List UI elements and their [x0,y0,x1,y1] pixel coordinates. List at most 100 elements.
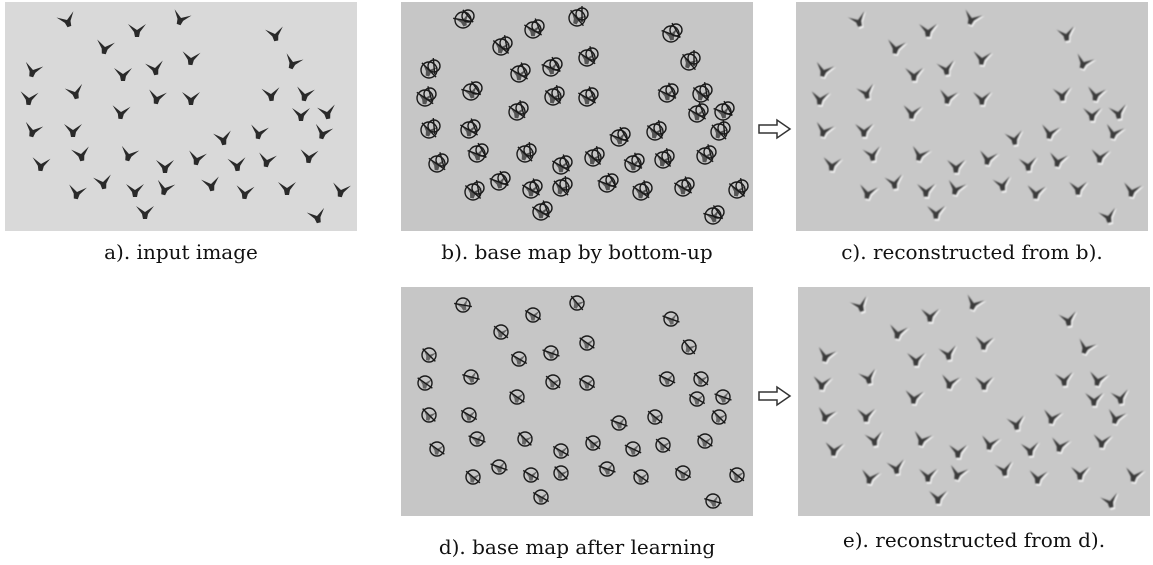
bird-shape [182,51,201,66]
base-element-bar [528,141,532,159]
bird-shape [315,123,334,140]
bird-shape [884,174,902,190]
base-element-circle [715,389,731,405]
bird-shape [927,206,945,219]
base-element-circle [625,441,641,457]
base-element-bar [462,373,480,381]
base-element-bar [427,86,433,102]
bird-shape [982,435,1000,451]
base-element-bar [429,443,445,455]
bird-shape [862,146,880,162]
base-element-circle [647,409,663,425]
base-element-bar [545,375,561,389]
base-element-circle [703,145,717,159]
bird-shape [422,122,439,137]
bird-shape [25,61,44,78]
bird-shape [816,121,835,138]
bird-shape [1044,409,1062,425]
base-element-circle [549,57,563,71]
bird-shape [973,51,992,66]
base-element-circle [617,127,631,141]
base-element-bar [698,102,706,118]
base-element-bar [417,377,433,389]
bird-shape [1006,415,1024,431]
bird-shape [950,464,969,481]
base-element-circle [585,47,599,61]
bird-shape [813,376,832,391]
bird-shape [919,24,937,37]
base-element-bar [470,118,478,134]
bird-shape [864,431,882,447]
base-element-bar [595,145,601,163]
base-element-circle [585,435,601,451]
base-element-circle [517,431,533,447]
bird-shape [555,466,570,479]
base-element-circle [471,181,485,195]
bird-shape [683,340,698,353]
base-element-bar [454,302,472,308]
reconstruction-c-canvas [811,9,1144,226]
base-element-circle [639,181,653,195]
base-element-bar [704,497,722,505]
hollow-right-arrow-icon [758,385,792,407]
bird-shape [919,469,937,482]
base-element-circle [517,63,531,77]
base-element-bar [579,337,595,349]
bird-shape [860,184,878,200]
bird-shape [423,348,438,361]
bird-shape [855,124,873,137]
base-element-circle [467,119,481,133]
base-element-circle [633,469,649,485]
bird-shape [713,410,728,423]
base-element-circle [705,493,721,509]
bird-shape [980,150,998,166]
bird-shape [975,336,994,351]
panel-b-base-map-bottom-up [401,2,753,231]
bird-shape [213,130,231,146]
bird-shape [422,62,439,77]
base-element-circle [689,391,705,407]
base-element-bar [712,205,724,219]
bird-shape [261,87,280,102]
bird-shape [1099,492,1118,509]
bird-shape [1093,434,1112,449]
bird-shape [1124,182,1142,198]
panel-a-input-image [5,2,357,231]
base-element-bar [722,119,726,137]
base-element-circle [659,371,675,387]
bird-shape [56,11,74,28]
bird-shape [286,53,304,70]
base-element-bar [598,465,616,473]
bird-shape [975,377,993,390]
base-element-circle [729,467,745,483]
base-element-circle [533,489,549,505]
base-element-circle [559,155,573,169]
base-element-circle [553,443,569,459]
bird-shape [265,26,283,42]
base-element-bar [432,117,436,135]
base-element-circle [675,465,691,481]
base-element-bar [520,62,528,78]
base-element-bar [647,410,663,424]
base-element-bar [564,175,568,193]
bird-shape [182,92,200,105]
base-element-circle [665,83,679,97]
base-element-bar [610,419,628,427]
base-element-bar [432,57,436,75]
bird-shape [157,179,176,196]
bird-shape [905,68,923,81]
bird-shape [300,149,319,164]
base-element-circle [429,441,445,457]
base-element-bar [671,22,681,38]
base-element-circle [711,205,725,219]
base-element-circle [655,437,671,453]
base-element-circle [421,347,437,363]
bird-shape [69,184,87,200]
bird-shape [825,442,844,457]
base-element-bar [468,435,486,443]
base-element-bar [607,172,617,188]
base-element-circle [497,171,511,185]
base-element-circle [525,307,541,323]
base-element-bar [712,410,726,424]
bird-shape [64,83,83,100]
